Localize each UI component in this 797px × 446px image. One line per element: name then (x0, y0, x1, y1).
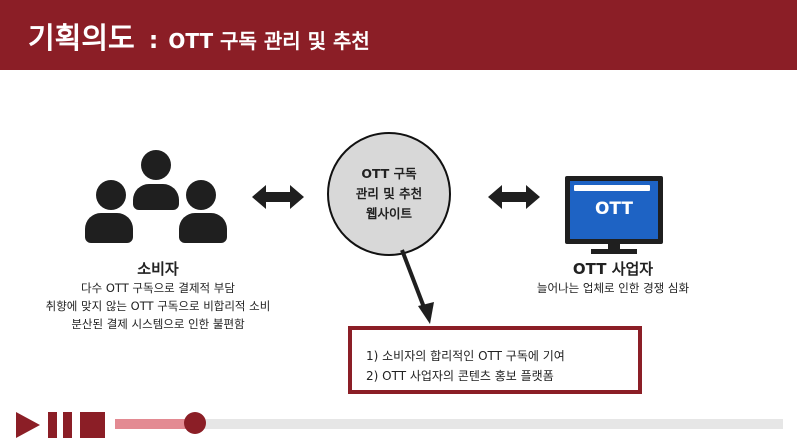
title-separator: : (148, 26, 159, 54)
pause-icon[interactable] (48, 412, 74, 438)
monitor-ott-text: OTT (594, 199, 634, 219)
title-main: 기획의도 (28, 21, 135, 55)
provider-label: OTT 사업자 (572, 260, 654, 278)
goal-item-2: 2) OTT 사업자의 콘텐츠 홍보 플랫폼 (366, 369, 554, 383)
consumer-label: 소비자 (137, 260, 179, 278)
provider-description: 늘어나는 업체로 인한 경쟁 심화 (536, 281, 690, 295)
header-bar: 기획의도: OTT 구독 관리 및 추천 (0, 0, 797, 70)
search-bar-graphic (574, 185, 650, 191)
consumer-line-3: 분산된 결제 시스템으로 인한 불편함 (71, 317, 245, 331)
goals-box: 1) 소비자의 합리적인 OTT 구독에 기여 2) OTT 사업자의 콘텐츠 … (348, 326, 642, 394)
progress-fill (115, 419, 195, 429)
goal-item-1: 1) 소비자의 합리적인 OTT 구독에 기여 (366, 349, 565, 363)
media-player-bar (0, 405, 797, 446)
consumer-line-2: 취향에 맞지 않는 OTT 구독으로 비합리적 소비 (45, 299, 271, 313)
center-website-circle: OTT 구독 관리 및 추천 웹사이트 (327, 132, 451, 256)
stop-icon[interactable] (80, 412, 105, 438)
arrow-down-icon (400, 249, 434, 324)
progress-knob[interactable] (184, 412, 206, 434)
center-website-label: OTT 구독 관리 및 추천 웹사이트 (355, 166, 423, 221)
double-arrow-left-icon (252, 185, 304, 209)
consumers-icon (78, 150, 238, 250)
play-icon[interactable] (16, 412, 40, 438)
progress-track[interactable] (115, 419, 783, 429)
consumer-line-1: 다수 OTT 구독으로 결제적 부담 (81, 281, 235, 295)
double-arrow-right-icon (488, 185, 540, 209)
consumer-description: 다수 OTT 구독으로 결제적 부담 취향에 맞지 않는 OTT 구독으로 비합… (40, 279, 276, 333)
monitor-screen: OTT (565, 176, 663, 244)
page-title: 기획의도: OTT 구독 관리 및 추천 (28, 15, 370, 57)
title-subtitle: OTT 구독 관리 및 추천 (168, 29, 370, 53)
